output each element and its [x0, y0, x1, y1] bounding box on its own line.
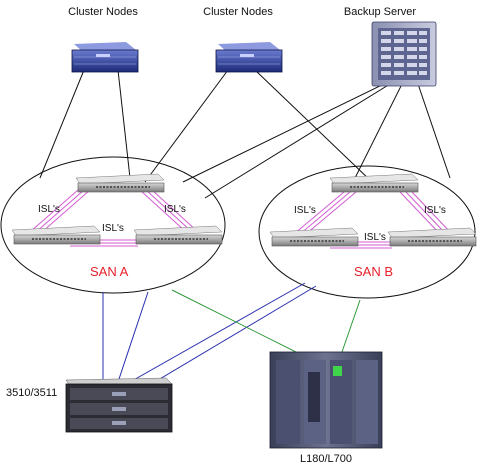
storage-array-label: 3510/3511: [6, 387, 57, 399]
san-a-label: SAN A: [90, 264, 129, 279]
cluster-node-server-2[interactable]: [215, 42, 283, 73]
san-b-switch-top[interactable]: [329, 173, 419, 193]
san-b-label: SAN B: [354, 264, 393, 279]
san-b-switch-right[interactable]: [387, 227, 477, 247]
san-a-ellipse: [0, 156, 226, 294]
storage-array-unit[interactable]: [65, 377, 173, 433]
backup-server-label: Backup Server: [344, 6, 416, 18]
isl-label-a-left: ISL's: [38, 204, 60, 215]
cluster-node-server-1[interactable]: [71, 42, 139, 73]
isl-links-san-a: [29, 189, 199, 247]
cluster-nodes-label-1: Cluster Nodes: [68, 6, 138, 18]
isl-label-b-right: ISL's: [424, 205, 446, 216]
tape-links: [171, 289, 361, 361]
san-b-ellipse: [258, 165, 476, 299]
san-b-switch-left[interactable]: [269, 227, 359, 247]
san-a-switch-top[interactable]: [75, 173, 165, 193]
storage-links: [102, 282, 317, 387]
cluster-nodes-label-2: Cluster Nodes: [203, 6, 273, 18]
isl-label-a-bottom: ISL's: [102, 223, 124, 234]
isl-label-b-bottom: ISL's: [364, 232, 386, 243]
tape-status-panel: [333, 366, 342, 376]
isl-label-b-left: ISL's: [294, 205, 316, 216]
backup-server-tower[interactable]: [371, 21, 437, 87]
isl-label-a-right: ISL's: [164, 204, 186, 215]
san-a-switch-left[interactable]: [11, 225, 101, 245]
tape-library-unit[interactable]: [269, 351, 383, 449]
tape-library-label: L180/L700: [300, 453, 352, 465]
san-a-switch-right[interactable]: [133, 225, 223, 245]
isl-links-san-b: [293, 191, 453, 249]
host-links: [39, 69, 451, 199]
